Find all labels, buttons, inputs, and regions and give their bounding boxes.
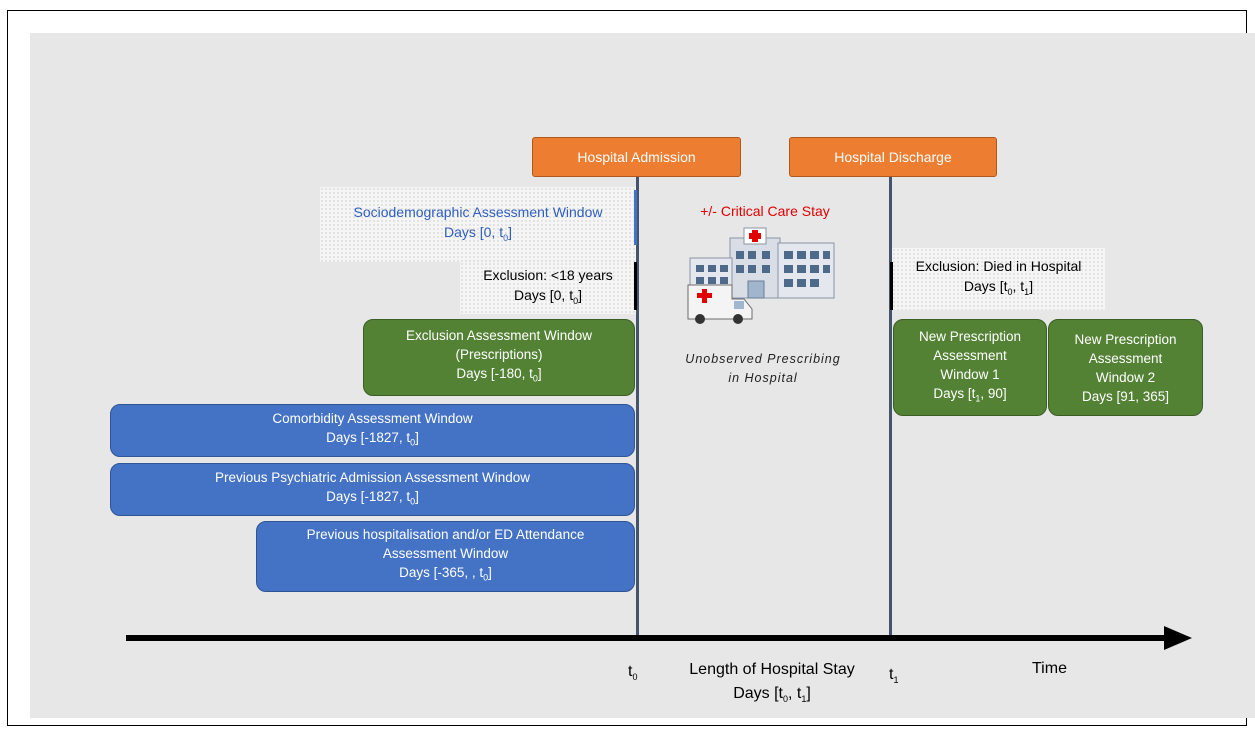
unobserved-line1: Unobserved Prescribing bbox=[685, 352, 841, 366]
exclusion-prescriptions-title1: Exclusion Assessment Window bbox=[405, 328, 593, 344]
critical-care-label: +/- Critical Care Stay bbox=[700, 203, 830, 219]
new-rx2-days: Days [91, 365] bbox=[1081, 388, 1170, 404]
new-rx1-line1: New Prescription bbox=[918, 328, 1022, 344]
new-prescription-window-2: New Prescription Assessment Window 2 Day… bbox=[1048, 319, 1203, 416]
new-prescription-window-1: New Prescription Assessment Window 1 Day… bbox=[893, 319, 1047, 416]
admission-marker-line bbox=[636, 175, 639, 637]
exclusion-under18-window: Exclusion: <18 years Days [0, t0] bbox=[460, 262, 636, 314]
time-axis-arrow bbox=[126, 626, 1192, 650]
unobserved-line2: in Hospital bbox=[728, 371, 798, 385]
new-rx2-line2: Assessment bbox=[1088, 350, 1163, 366]
new-rx1-line3: Window 1 bbox=[940, 366, 1000, 382]
length-of-stay-label: Length of Hospital Stay Days [t0, t1] bbox=[667, 658, 877, 711]
exclusion-under18-days: Days [0, t0] bbox=[513, 287, 583, 306]
exclusion-under18-edge bbox=[634, 262, 637, 310]
exclusion-prescriptions-window: Exclusion Assessment Window (Prescriptio… bbox=[363, 319, 635, 396]
t1-label: t1 bbox=[889, 666, 899, 686]
unobserved-prescribing-note: Unobserved Prescribing in Hospital bbox=[648, 350, 878, 388]
previous-hospitalisation-window: Previous hospitalisation and/or ED Atten… bbox=[256, 521, 635, 592]
psychiatric-admission-window: Previous Psychiatric Admission Assessmen… bbox=[110, 463, 635, 516]
new-rx1-days: Days [t1, 90] bbox=[933, 385, 1007, 404]
length-of-stay-days: Days [t0, t1] bbox=[733, 685, 811, 705]
new-rx2-line1: New Prescription bbox=[1074, 331, 1177, 347]
exclusion-died-window: Exclusion: Died in Hospital Days [t0, t1… bbox=[892, 248, 1105, 310]
comorbidity-title: Comorbidity Assessment Window bbox=[272, 410, 473, 426]
length-of-stay-title: Length of Hospital Stay bbox=[689, 661, 855, 678]
exclusion-died-days: Days [t0, t1] bbox=[963, 278, 1034, 297]
psych-title: Previous Psychiatric Admission Assessmen… bbox=[214, 469, 531, 485]
prev-hosp-title2: Assessment Window bbox=[382, 546, 509, 562]
prev-hosp-days: Days [-365, , t0] bbox=[399, 565, 492, 583]
t0-label: t0 bbox=[628, 663, 638, 683]
hospital-discharge-box: Hospital Discharge bbox=[789, 137, 997, 177]
sociodemographic-edge bbox=[634, 190, 637, 245]
discharge-marker-line bbox=[889, 175, 892, 637]
time-label: Time bbox=[1032, 660, 1067, 677]
exclusion-prescriptions-title2: (Prescriptions) bbox=[455, 347, 543, 363]
hospital-ambulance-icon bbox=[687, 227, 835, 324]
hospital-admission-box: Hospital Admission bbox=[532, 137, 741, 177]
exclusion-died-title: Exclusion: Died in Hospital bbox=[915, 258, 1082, 275]
sociodemographic-title: Sociodemographic Assessment Window bbox=[353, 203, 603, 220]
sociodemographic-window: Sociodemographic Assessment Window Days … bbox=[320, 187, 636, 262]
exclusion-died-edge bbox=[890, 262, 893, 310]
exclusion-under18-title: Exclusion: <18 years bbox=[483, 267, 613, 284]
new-rx2-line3: Window 2 bbox=[1095, 369, 1156, 385]
sociodemographic-days: Days [0, t0] bbox=[443, 223, 513, 243]
new-rx1-line2: Assessment bbox=[933, 347, 1007, 363]
hospital-discharge-label: Hospital Discharge bbox=[834, 149, 952, 165]
hospital-admission-label: Hospital Admission bbox=[577, 149, 696, 165]
prev-hosp-title1: Previous hospitalisation and/or ED Atten… bbox=[306, 527, 585, 543]
exclusion-prescriptions-days: Days [-180, t0] bbox=[456, 366, 542, 384]
comorbidity-days: Days [-1827, t0] bbox=[326, 429, 419, 448]
comorbidity-window: Comorbidity Assessment Window Days [-182… bbox=[110, 404, 635, 457]
psych-days: Days [-1827, t0] bbox=[326, 488, 419, 507]
